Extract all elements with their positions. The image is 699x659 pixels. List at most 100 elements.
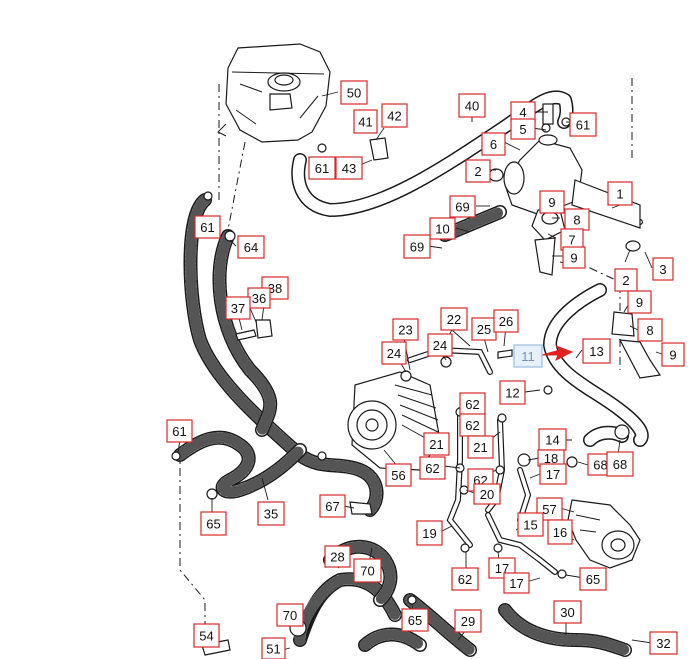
callout-box (454, 609, 482, 633)
callout-box (539, 463, 567, 485)
callout-number: 18 (544, 451, 558, 466)
callout-21: 21 (467, 435, 494, 459)
callout-16: 16 (547, 519, 573, 545)
callout-number: 1 (616, 187, 623, 202)
callout-11: 11 (513, 344, 543, 368)
callout-26: 26 (493, 309, 519, 333)
callout-56: 56 (385, 463, 412, 487)
callout-number: 65 (586, 572, 600, 587)
callout-number: 51 (266, 642, 280, 657)
callout-62: 62 (419, 456, 446, 480)
callout-24: 24 (427, 333, 453, 357)
callout-25: 25 (471, 317, 497, 341)
expansion-tank (217, 43, 331, 143)
callout-61: 61 (569, 112, 597, 137)
callout-64: 64 (237, 235, 265, 259)
callout-number: 7 (568, 233, 575, 248)
callout-32: 32 (649, 631, 678, 655)
callout-box (481, 132, 506, 156)
callout-number: 17 (495, 561, 509, 576)
callout-number: 61 (576, 118, 590, 133)
callout-number: 17 (546, 467, 560, 482)
callout-18: 18 (537, 449, 565, 467)
callout-15: 15 (517, 512, 544, 537)
callout-14: 14 (538, 428, 567, 451)
callout-43: 43 (335, 156, 363, 180)
callout-box (381, 341, 407, 365)
callout-number: 3 (659, 262, 666, 277)
callout-number: 5 (519, 122, 526, 137)
callout-20: 20 (473, 483, 501, 505)
callout-8: 8 (637, 318, 663, 342)
callout-box (503, 572, 530, 594)
callout-box (614, 268, 638, 292)
callout-number: 40 (465, 99, 479, 114)
callout-box (606, 451, 634, 477)
callout-box (416, 520, 443, 546)
callout-box (381, 103, 408, 128)
callout-number: 36 (252, 291, 266, 306)
callout-42: 42 (381, 103, 408, 128)
callout-box (493, 309, 519, 333)
callout-number: 38 (268, 281, 282, 296)
callout-box (403, 234, 431, 259)
callout-number: 6 (490, 137, 497, 152)
callout-number: 62 (458, 572, 472, 587)
callout-number: 8 (573, 213, 580, 228)
callout-box (440, 307, 468, 331)
callout-68: 68 (606, 451, 634, 477)
callout-box (423, 432, 450, 456)
callout-box (451, 567, 479, 591)
callout-box (579, 567, 607, 591)
callout-number: 25 (477, 322, 491, 337)
callout-number: 69 (410, 240, 424, 255)
callout-box (308, 156, 336, 180)
callout-number: 22 (447, 312, 461, 327)
callout-box (193, 623, 220, 648)
callout-box (627, 290, 652, 314)
callout-61: 61 (308, 156, 336, 180)
pointer-arrow (541, 345, 574, 362)
callout-5: 5 (510, 118, 536, 140)
callout-number: 13 (589, 344, 603, 359)
callout-23: 23 (392, 318, 419, 341)
callout-box (429, 217, 456, 240)
thermostat-housing (488, 103, 641, 276)
callout-61: 61 (166, 419, 193, 443)
callout-51: 51 (261, 637, 286, 659)
callout-box (562, 246, 586, 269)
callout-number: 24 (433, 338, 447, 353)
callout-number: 16 (553, 525, 567, 540)
callout-box (194, 215, 221, 239)
callout-box (539, 190, 565, 214)
callout-number: 20 (480, 487, 494, 502)
pump-housing (567, 499, 641, 569)
callout-9: 9 (661, 342, 685, 367)
callout-number: 32 (656, 636, 670, 651)
callout-61: 61 (194, 215, 221, 239)
callout-number: 70 (283, 608, 297, 623)
callout-17: 17 (539, 463, 567, 485)
callout-box (510, 118, 536, 140)
callout-box (547, 519, 573, 545)
callout-box (257, 501, 285, 526)
callout-8: 8 (564, 208, 590, 231)
callout-number: 12 (505, 386, 519, 401)
callout-box (335, 156, 363, 180)
callout-number: 26 (499, 314, 513, 329)
callout-2: 2 (614, 268, 638, 292)
callout-number: 10 (435, 222, 449, 237)
callout-62: 62 (459, 413, 486, 437)
callout-24: 24 (381, 341, 407, 365)
callout-box (473, 483, 501, 505)
callout-65: 65 (401, 608, 429, 632)
callout-number: 21 (473, 440, 487, 455)
callout-box (652, 257, 674, 281)
callout-box (419, 456, 446, 480)
callout-box (340, 80, 368, 105)
callout-box (465, 159, 491, 183)
callout-22: 22 (440, 307, 468, 331)
callout-box (513, 344, 543, 368)
callout-70: 70 (353, 558, 382, 583)
